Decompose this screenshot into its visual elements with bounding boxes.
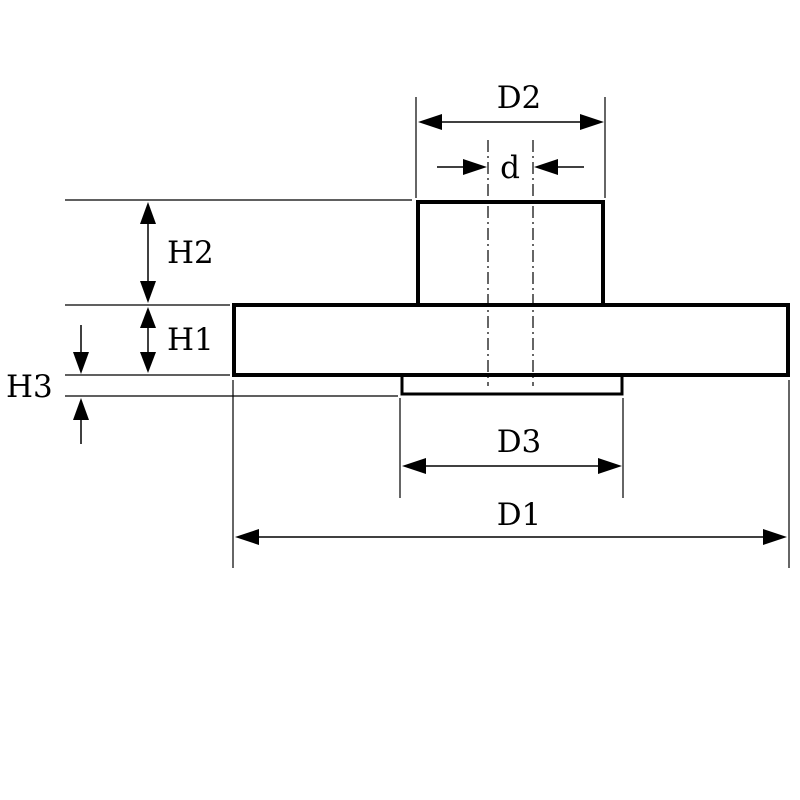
h1-arrow-bottom xyxy=(140,352,156,373)
part-outline xyxy=(232,200,790,396)
d-arrow-right xyxy=(534,159,558,175)
label-h3: H3 xyxy=(6,369,53,405)
d2-arrow-right xyxy=(580,114,604,130)
dimension-d: d xyxy=(437,150,584,186)
h2-arrow-top xyxy=(140,202,156,224)
flange-plate xyxy=(232,303,790,377)
hole-hidden-lines xyxy=(487,140,534,386)
lower-spigot xyxy=(400,373,624,396)
dimension-h1: H1 xyxy=(140,307,214,373)
label-h1: H1 xyxy=(167,322,214,358)
label-d: d xyxy=(500,150,520,186)
label-d2: D2 xyxy=(497,80,542,116)
label-d1: D1 xyxy=(497,497,542,533)
upper-boss xyxy=(416,200,605,307)
d3-arrow-left xyxy=(402,458,426,474)
extension-lines xyxy=(65,97,790,568)
dimension-h2: H2 xyxy=(140,202,214,303)
d1-arrow-right xyxy=(763,529,787,545)
label-h2: H2 xyxy=(167,235,214,271)
h2-arrow-bottom xyxy=(140,281,156,303)
h3-arrow-down xyxy=(73,352,89,374)
d1-arrow-left xyxy=(235,529,259,545)
d3-arrow-right xyxy=(598,458,622,474)
dimension-d1: D1 xyxy=(235,497,787,545)
label-d3: D3 xyxy=(497,424,542,460)
h1-arrow-top xyxy=(140,307,156,328)
h3-arrow-up xyxy=(73,398,89,420)
d2-arrow-left xyxy=(418,114,442,130)
dimension-h3: H3 xyxy=(6,325,89,444)
dimension-d3: D3 xyxy=(402,424,622,474)
d-arrow-left xyxy=(463,159,487,175)
dimension-d2: D2 xyxy=(418,80,604,130)
